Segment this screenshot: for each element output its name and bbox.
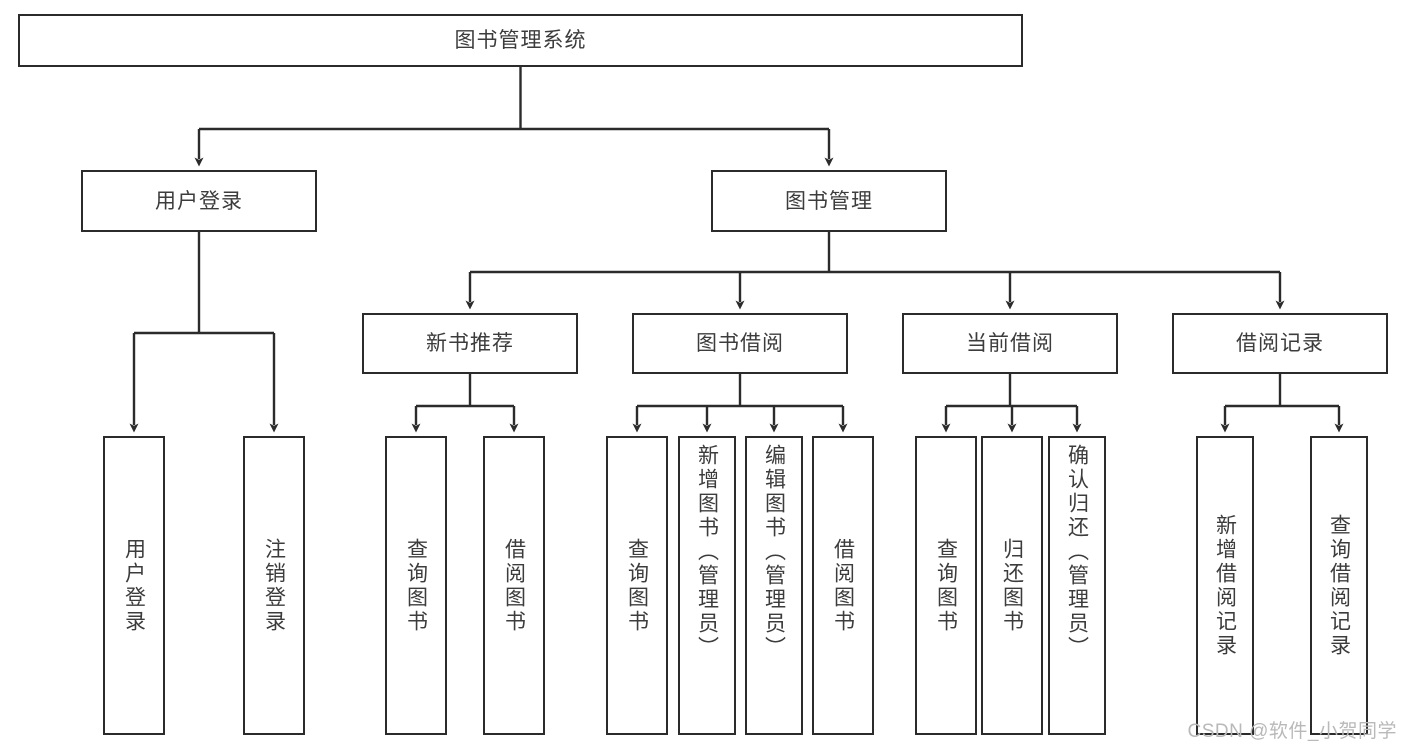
leaf-leaf-user-logout: 注销登录 [243,436,305,735]
node-label: 新增借阅记录 [1213,513,1237,658]
node-label: 当前借阅 [966,332,1054,355]
node-label: 用户登录 [122,537,146,634]
leaf-leaf-return-book: 归还图书 [981,436,1043,735]
node-label: 归还图书 [1000,537,1024,634]
node-label: 图书管理 [785,189,873,213]
node-label: 注销登录 [262,537,286,634]
node-label: 用户登录 [155,189,243,213]
node-label: 查询图书 [934,537,958,634]
node-root: 图书管理系统 [18,14,1023,67]
leaf-leaf-edit-book: 编辑图书（管理员） [745,436,803,735]
leaf-leaf-query-record: 查询借阅记录 [1310,436,1368,735]
leaf-leaf-add-book: 新增图书（管理员） [678,436,736,735]
node-label: 借阅记录 [1236,332,1324,355]
node-borrow-record: 借阅记录 [1172,313,1388,374]
node-book-manage: 图书管理 [711,170,947,232]
node-label: 新书推荐 [426,332,514,355]
node-label: 查询图书 [625,537,649,634]
leaf-leaf-query-book-rec: 查询图书 [385,436,447,735]
node-book-borrow: 图书借阅 [632,313,848,374]
node-label: 图书借阅 [696,332,784,355]
leaf-leaf-add-record: 新增借阅记录 [1196,436,1254,735]
leaf-leaf-user-login: 用户登录 [103,436,165,735]
leaf-leaf-query-book-cur: 查询图书 [915,436,977,735]
node-label: 查询图书 [404,537,428,634]
node-new-book-rec: 新书推荐 [362,313,578,374]
node-user-login: 用户登录 [81,170,317,232]
node-label: 图书管理系统 [454,29,587,52]
node-label: 查询借阅记录 [1327,513,1351,658]
leaf-leaf-borrow-book: 借阅图书 [812,436,874,735]
node-label: 确认归还（管理员） [1065,444,1089,660]
leaf-leaf-borrow-book-rec: 借阅图书 [483,436,545,735]
node-current-borrow: 当前借阅 [902,313,1118,374]
node-label: 借阅图书 [502,537,526,634]
node-label: 编辑图书（管理员） [762,444,786,660]
node-label: 借阅图书 [831,537,855,634]
watermark-text: CSDN @软件_小贺同学 [1187,721,1397,742]
leaf-leaf-confirm-return: 确认归还（管理员） [1048,436,1106,735]
leaf-leaf-query-book: 查询图书 [606,436,668,735]
node-label: 新增图书（管理员） [695,444,719,660]
